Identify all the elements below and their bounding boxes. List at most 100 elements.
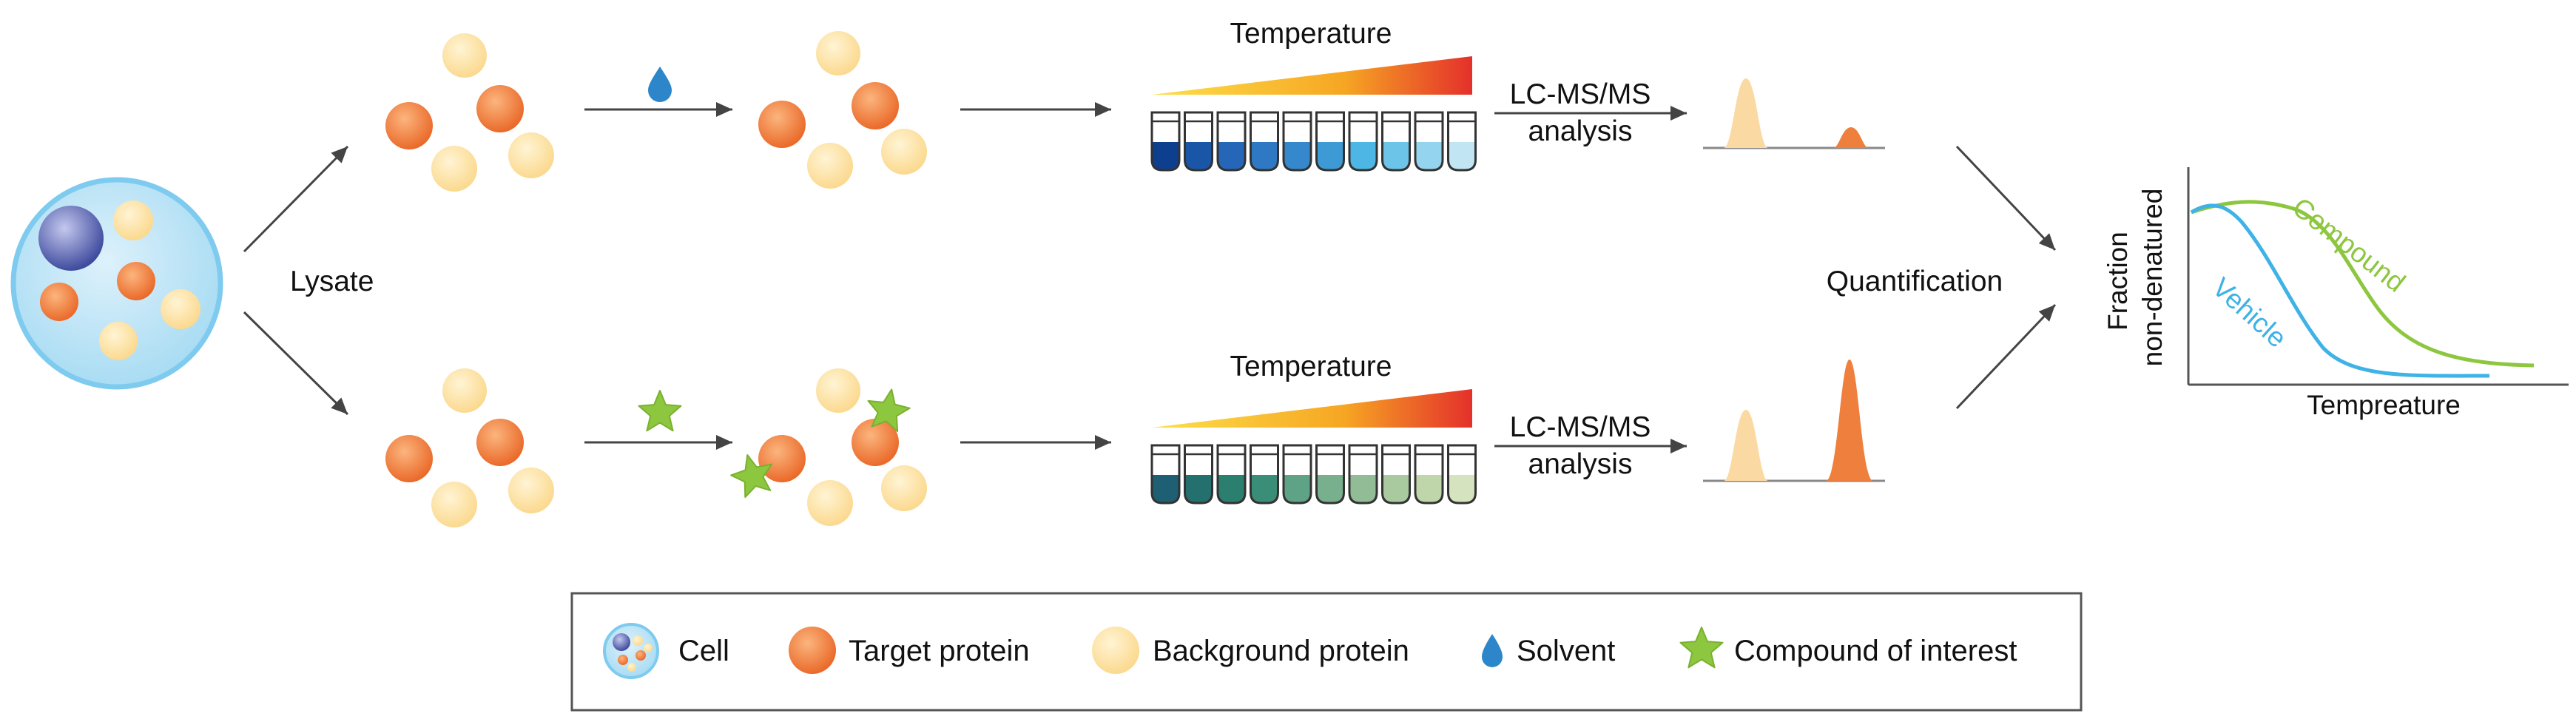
solvent-drop-icon [648,67,672,102]
tube-outline [1282,111,1312,172]
lysate-label: Lysate [290,266,374,297]
lcms-analysis-label-top: analysis [1528,115,1633,147]
tube-liquid [1284,475,1311,503]
legend-background-protein-icon [1092,627,1139,674]
legend-cell-label: Cell [678,635,729,667]
sample-tube [1381,111,1411,172]
tube-outline [1381,111,1411,172]
cell-background-protein [113,200,153,240]
tube-outline [1315,111,1345,172]
chromatogram-top [1703,78,1885,149]
cell-background-protein [161,289,200,329]
tube-outline [1381,444,1411,505]
temperature-label-top: Temperature [1230,18,1392,50]
tube-outline [1216,111,1247,172]
lysate-arrow-down [243,311,349,416]
lcms-label-bottom: LC-MS/MS [1510,411,1651,443]
tube-outline [1348,444,1378,505]
compound-series-label: Compound [2287,192,2411,298]
plot-x-label: Tempreature [2307,390,2461,420]
compound-star-icon [638,390,682,432]
chromatogram-bottom [1703,360,1885,482]
sample-tube [1216,111,1247,172]
legend-target-protein-icon [789,627,836,674]
star-shape [1679,627,1724,669]
sample-tube [1414,444,1444,505]
cell-target-protein [40,283,78,321]
tube-liquid [1316,142,1344,170]
legend-compound-label: Compound of interest [1734,635,2017,667]
quantification-label: Quantification [1827,266,2003,297]
tube-outline [1282,444,1312,505]
tube-liquid [1184,475,1213,503]
compound-curve [2191,200,2535,368]
legend: Cell Target protein Background protein S… [570,592,2083,712]
tube-liquid [1349,475,1377,503]
tube-liquid [1250,142,1278,170]
sample-tube [1250,444,1279,505]
tube-liquid [1448,475,1476,503]
sample-tube [1250,111,1279,172]
tube-liquid [1316,475,1344,503]
star-shape [638,390,682,432]
tube-liquid [1218,475,1245,503]
tube-liquid [1382,142,1410,170]
vehicle-series-label: Vehicle [2207,271,2293,353]
tube-outline [1250,111,1279,172]
top-treated-proteins [758,31,927,189]
tube-outline [1348,111,1378,172]
quantification-arrow-top [1955,145,2057,252]
sample-tube [1184,444,1213,505]
tube-liquid [1284,142,1311,170]
sample-tube [1150,444,1181,505]
tube-liquid [1184,142,1213,170]
temperature-gradient-bottom [1152,389,1472,428]
legend-cell-icon [603,623,659,679]
plot-y-label-line1: Fraction [2103,232,2133,331]
sample-tube [1315,444,1345,505]
lysate-arrow-up [243,145,349,253]
tube-outline [1216,444,1247,505]
tube-liquid [1382,475,1410,503]
sample-tube [1414,111,1444,172]
sample-tube [1447,444,1477,505]
tube-row-bottom [1150,444,1477,505]
bottom-lysate-proteins [385,368,554,527]
tube-outline [1184,111,1213,172]
cell-illustration [10,177,223,390]
legend-target-label: Target protein [849,635,1030,667]
vehicle-curve [2190,203,2490,378]
sample-tube [1348,444,1378,505]
sample-tube [1381,444,1411,505]
tube-liquid [1415,475,1443,503]
legend-solvent-drop-icon [1482,634,1503,667]
quantification-arrow-bottom [1955,303,2057,410]
legend-compound-star-icon [1679,627,1724,669]
cell-nucleus [38,206,104,271]
tube-outline [1414,444,1444,505]
sample-tube [1282,444,1312,505]
bottom-treated-proteins [730,368,927,526]
tube-outline [1447,444,1477,505]
plot-y-label-line2: non-denatured [2137,189,2168,367]
legend-background-label: Background protein [1153,635,1409,667]
tube-liquid [1349,142,1377,170]
lcms-label-top: LC-MS/MS [1510,78,1651,110]
tube-liquid [1448,142,1476,170]
cell-target-protein [117,262,155,300]
sample-tube [1216,444,1247,505]
bound-compound-star-icon [867,388,911,432]
tube-row-top [1150,111,1477,172]
tube-outline [1414,111,1444,172]
legend-solvent-label: Solvent [1517,635,1615,667]
tube-liquid [1250,475,1278,503]
peak-target-top [1833,127,1869,148]
tube-liquid [1152,142,1179,170]
sample-tube [1282,111,1312,172]
sample-tube [1348,111,1378,172]
tube-outline [1184,444,1213,505]
sample-tube [1184,111,1213,172]
bound-compound-star-icon [730,454,773,499]
tube-liquid [1152,475,1179,503]
